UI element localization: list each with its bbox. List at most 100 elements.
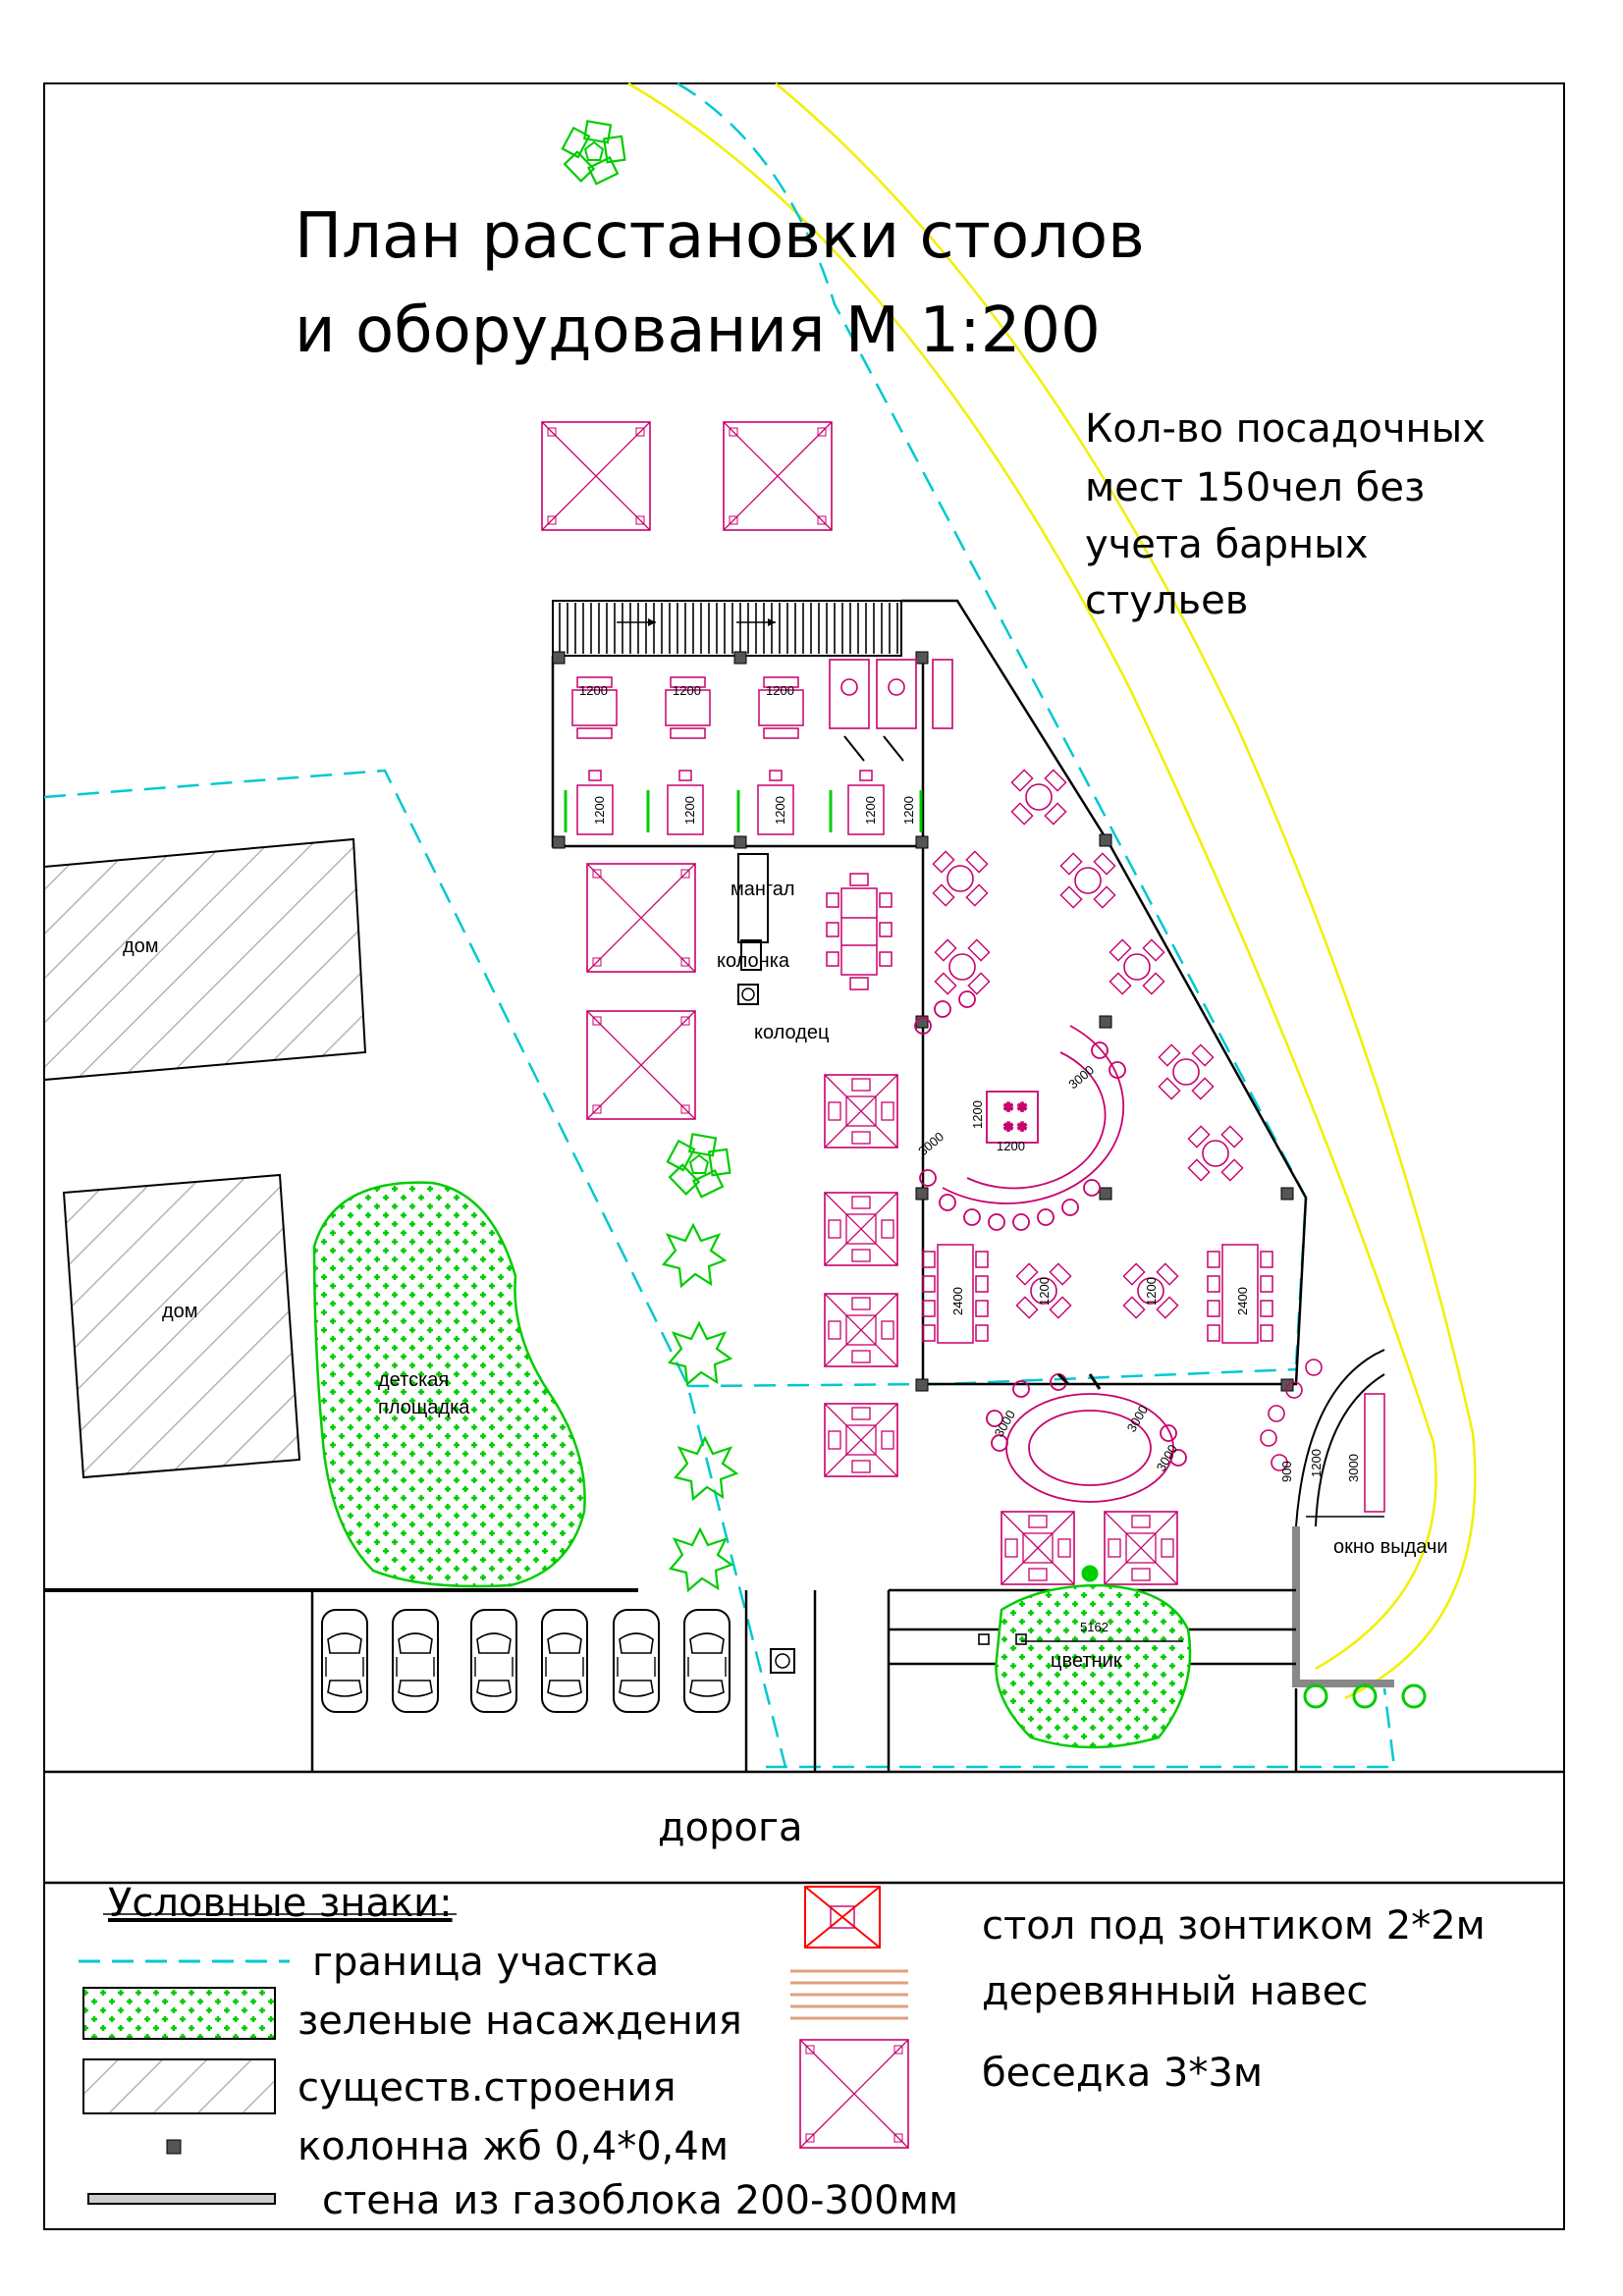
- umbrella-table-icon: [824, 1403, 898, 1477]
- svg-text:✱: ✱: [1017, 1120, 1027, 1134]
- dim-label: 2400: [950, 1287, 965, 1315]
- umbrella-table-icon: [1001, 1511, 1075, 1585]
- legend-title: Условные знаки:: [108, 1881, 453, 1926]
- legend-gazebo-sample: [799, 2039, 909, 2149]
- legend: Условные знаки: граница участка зеленые …: [79, 1881, 1486, 2223]
- gazebo-icon: [586, 1010, 696, 1120]
- car-icon: [392, 1609, 439, 1713]
- legend-umbrella-sample: [804, 1886, 881, 1949]
- dim-label: 3000: [992, 1408, 1018, 1440]
- gazebo-icon: [586, 863, 696, 973]
- column-label: колонка: [717, 950, 790, 972]
- house-1: дом: [43, 837, 367, 1082]
- round-table-icon: [1059, 852, 1116, 909]
- dim-label: 1200: [579, 683, 608, 698]
- dim-label: 1200: [1309, 1449, 1324, 1477]
- tree-icon: [674, 1436, 738, 1501]
- dim-label: 3000: [1065, 1062, 1097, 1092]
- grill: мангал: [730, 853, 795, 943]
- dim-label: 1200: [773, 796, 787, 825]
- dim-label: 1200: [863, 796, 878, 825]
- tree-icon: [561, 120, 626, 186]
- legend-greenery-sample: [82, 1987, 276, 2040]
- svg-text:✱: ✱: [1017, 1100, 1027, 1114]
- well-label: колодец: [754, 1022, 829, 1043]
- legend-umbrella-label: стол под зонтиком 2*2м: [982, 1903, 1486, 1949]
- road-curves: [627, 81, 1477, 1700]
- dim-label: 1200: [1144, 1277, 1159, 1306]
- legend-wall-sample: [87, 2193, 276, 2205]
- legend-column-sample: [166, 2139, 182, 2155]
- legend-existing-label: существ.строения: [298, 2065, 676, 2110]
- tree-icon: [666, 1133, 731, 1199]
- title-line2: и оборудования М 1:200: [295, 294, 1101, 367]
- road-label: дорога: [658, 1805, 803, 1850]
- car-icon: [683, 1609, 730, 1713]
- canopy-tables: [571, 676, 804, 739]
- dim-label: 3000: [1346, 1454, 1361, 1482]
- car-icon: [541, 1609, 588, 1713]
- playground-label-1: детская: [378, 1369, 449, 1391]
- house-2: дом: [62, 1173, 301, 1479]
- columns: [552, 651, 1294, 1392]
- dim-label: 1200: [592, 796, 607, 825]
- seats-note-line4: стульев: [1085, 578, 1248, 623]
- flowerbed: цветник: [978, 1583, 1192, 1749]
- long-table: [826, 873, 893, 990]
- dim-label: 3000: [1154, 1442, 1180, 1474]
- dim-label: 900: [1279, 1461, 1294, 1482]
- site-boundary: [43, 81, 1396, 1769]
- serving-window-label: окно выдачи: [1333, 1536, 1448, 1558]
- oval-bar: [986, 1373, 1187, 1503]
- svg-text:✱: ✱: [1003, 1120, 1013, 1134]
- bench-tables: [564, 770, 923, 835]
- gazebo-icon: [541, 421, 651, 531]
- umbrella-table-icon: [824, 1074, 898, 1148]
- dim-label: 1200: [682, 796, 697, 825]
- grill-label: мангал: [730, 879, 795, 900]
- round-table-icon: [934, 938, 991, 995]
- umbrella-table-icon: [824, 1293, 898, 1367]
- playground: детская площадка: [312, 1181, 586, 1588]
- dim-label: 1200: [970, 1100, 985, 1129]
- kitchen: окно выдачи: [1260, 1349, 1448, 1687]
- dim-label: 1200: [766, 683, 794, 698]
- sheet-frame: [43, 82, 1565, 2230]
- house-2-label: дом: [162, 1301, 198, 1322]
- legend-boundary-label: граница участка: [312, 1940, 659, 1985]
- dim-label: 1200: [901, 796, 916, 825]
- playground-label-2: площадка: [378, 1397, 470, 1418]
- legend-column-label: колонна жб 0,4*0,4м: [298, 2124, 729, 2169]
- umbrella-table-icon: [1104, 1511, 1178, 1585]
- central-bar: ✱ ✱ ✱ ✱: [914, 990, 1126, 1231]
- round-table-icon: [1158, 1043, 1215, 1100]
- car-icon: [321, 1609, 368, 1713]
- legend-canopy-label: деревянный навес: [982, 1969, 1368, 2014]
- round-table-icon: [1109, 938, 1165, 995]
- shrubs: [1081, 1565, 1427, 1709]
- well: колодец: [737, 984, 829, 1043]
- water-column: колонка: [717, 939, 790, 972]
- tree-icon: [668, 1321, 732, 1386]
- car-icon: [470, 1609, 517, 1713]
- legend-wall-label: стена из газоблока 200-300мм: [322, 2178, 958, 2223]
- dim-label: 2400: [1235, 1287, 1250, 1315]
- dim-label: 1200: [1037, 1277, 1052, 1306]
- car-icon: [613, 1609, 660, 1713]
- legend-gazebo-label: беседка 3*3м: [982, 2051, 1263, 2096]
- dim-label: 5162: [1080, 1620, 1109, 1634]
- legend-greenery-label: зеленые насаждения: [298, 1999, 742, 2044]
- title-line1: План расстановки столов: [295, 200, 1145, 273]
- seats-note-line1: Кол-во посадочных: [1085, 406, 1486, 452]
- dim-label: 3000: [915, 1129, 947, 1158]
- restrooms: [829, 659, 953, 762]
- wooden-canopy: [552, 600, 902, 657]
- seats-note-line2: мест 150чел без: [1085, 465, 1425, 510]
- legend-existing-sample: [82, 2058, 276, 2114]
- seats-note-line3: учета барных: [1085, 522, 1368, 567]
- legend-canopy-sample: [790, 1969, 908, 2020]
- gazebo-icon: [723, 421, 833, 531]
- dim-label: 1200: [673, 683, 701, 698]
- hall-long-tables: [922, 1244, 1273, 1344]
